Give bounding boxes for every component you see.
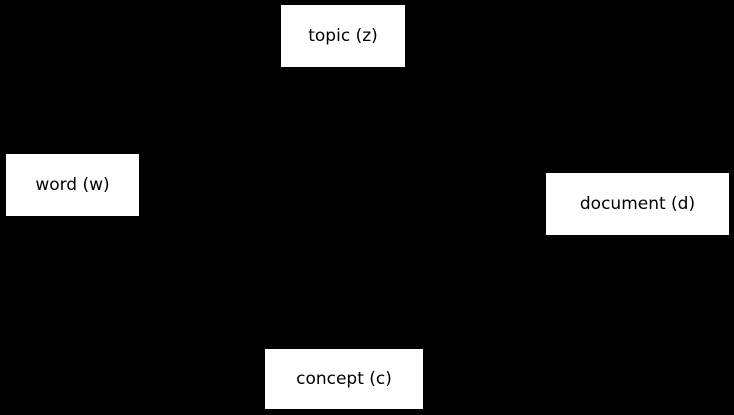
node-word: word (w) [6,154,139,216]
node-topic: topic (z) [281,5,405,67]
node-concept-label: concept (c) [296,368,392,389]
node-concept: concept (c) [265,349,423,409]
node-document: document (d) [546,173,729,235]
node-topic-label: topic (z) [308,25,378,46]
node-document-label: document (d) [579,193,696,214]
node-word-label: word (w) [35,174,110,195]
